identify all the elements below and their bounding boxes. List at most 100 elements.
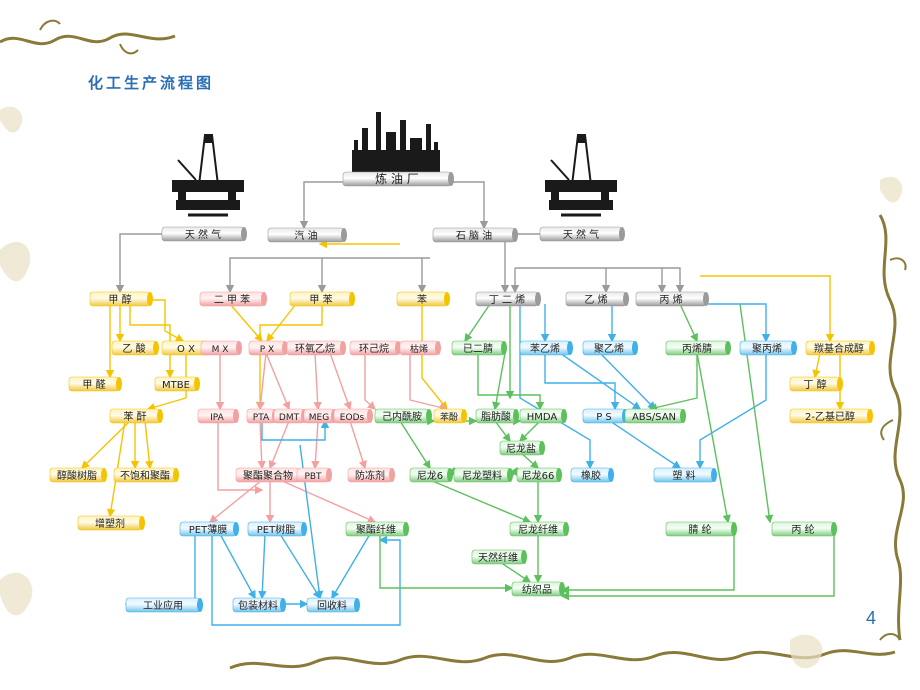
node-label: O X (177, 344, 195, 355)
flow-arrow-gray (515, 267, 667, 294)
node-naphtha: 石 脑 油 (432, 227, 518, 243)
flow-arrow-yellow (421, 304, 448, 411)
flow-arrow-green (492, 352, 506, 411)
node-antifreeze: 防冻剂 (347, 467, 395, 483)
node-plasticizer: 增塑剂 (77, 515, 145, 531)
node-industrial-use: 工业应用 (125, 597, 203, 613)
node-natural-fiber: 天然纤维 (471, 549, 527, 565)
process-nodes: 炼 油 厂天 然 气汽 油石 脑 油天 然 气甲 醇二 甲 苯甲 苯苯丁 二 烯… (49, 171, 875, 613)
node-plastics: 塑 料 (653, 467, 717, 483)
flow-arrow-green (379, 534, 514, 593)
node-label: 苯酚 (440, 411, 458, 423)
node-butadiene: 丁 二 烯 (475, 291, 541, 307)
node-label: 环氧乙烷 (295, 342, 335, 355)
node-label: 包装材料 (238, 599, 278, 612)
flow-arrows (80, 181, 845, 626)
flow-arrow-pink (311, 420, 320, 470)
node-gas-right: 天 然 气 (539, 226, 625, 242)
node-label: 天然纤维 (478, 551, 518, 564)
node-acetic-acid: 乙 酸 (111, 340, 159, 356)
node-pet-resin: PET树脂 (247, 521, 307, 537)
node-abs-san: ABS/SAN (624, 408, 686, 424)
flow-arrow-blue (609, 420, 682, 469)
flow-arrow-yellow (146, 299, 185, 342)
node-ethylene: 乙 烯 (565, 291, 629, 307)
flow-arrow-pink (217, 421, 264, 495)
flow-arrow-yellow (146, 353, 187, 412)
node-pta: PTA (246, 408, 278, 424)
flow-arrow-blue (258, 533, 267, 600)
node-label: 回收料 (317, 599, 347, 612)
node-label: M X (212, 345, 229, 355)
node-nylon-salt: 尼龙盐 (499, 440, 545, 456)
flow-arrow-blue (331, 533, 371, 600)
node-label: 丙烯腈 (682, 342, 712, 355)
node-caprolactam: 己内酰胺 (374, 408, 432, 424)
flow-arrow-green (429, 479, 532, 524)
flow-arrow-pink (313, 352, 322, 411)
node-label: EODs (340, 413, 365, 423)
node-label: 枯烯 (410, 343, 428, 355)
node-pet-film: PET薄膜 (179, 521, 239, 537)
flow-arrow-blue (124, 533, 210, 609)
node-ps: P S (582, 408, 628, 424)
vine-decoration-top (0, 19, 176, 55)
flow-arrow-yellow (255, 304, 323, 411)
node-label: 纺织品 (522, 583, 552, 596)
flow-arrow-yellow (229, 303, 263, 343)
node-formaldehyde: 甲 醛 (68, 376, 122, 392)
node-mx: M X (200, 340, 242, 356)
flow-arrow-pink (268, 420, 290, 470)
page-number: 4 (866, 608, 877, 628)
node-polyester: 聚酯聚合物 (235, 467, 303, 483)
flow-arrow-yellow (144, 420, 154, 470)
node-label: 脂肪酸 (481, 410, 511, 423)
node-label: PET树脂 (257, 523, 295, 536)
node-label: 尼龙6 (417, 469, 443, 482)
node-label: 天 然 气 (185, 228, 221, 241)
flow-arrow-pink (257, 420, 266, 470)
flow-arrow-green (494, 420, 511, 443)
node-phthalic-anhydride: 苯 酐 (109, 408, 163, 424)
node-adipic-acid: 脂肪酸 (475, 408, 519, 424)
flow-arrow-green (560, 528, 735, 595)
node-ipa: IPA (197, 408, 239, 424)
node-label: 不饱和聚酯 (120, 470, 170, 482)
flow-arrow-blue (599, 352, 656, 410)
flow-arrow-green (519, 420, 541, 442)
node-label: DMT (279, 413, 300, 423)
node-px: P X (248, 340, 288, 356)
node-label: 环己烷 (359, 342, 389, 355)
flow-arrow-green (499, 561, 532, 583)
node-toluene: 甲 苯 (289, 291, 355, 307)
node-butanol: 丁 醇 (789, 376, 843, 392)
node-label: 甲 醇 (108, 293, 131, 306)
node-label: 聚丙烯 (752, 342, 782, 355)
node-polyester-fiber: 聚酯纤维 (345, 521, 409, 537)
flow-arrow-green (464, 303, 491, 343)
node-label: 防冻剂 (355, 469, 385, 482)
node-label: 丁 醇 (803, 378, 826, 391)
node-label: 尼龙塑料 (462, 469, 502, 482)
node-label: 苯乙烯 (530, 342, 560, 355)
node-label: 腈 纶 (688, 523, 711, 536)
node-label: PTA (253, 413, 270, 423)
node-nylon-plastic: 尼龙塑料 (453, 467, 513, 483)
flow-arrow-gray (299, 181, 343, 230)
node-cumene: 枯烯 (399, 340, 441, 356)
node-adiponitrile: 已二腈 (451, 340, 507, 356)
node-label: 苯 酐 (123, 410, 146, 423)
node-label: IPA (210, 413, 225, 423)
flow-arrow-green (399, 420, 431, 470)
node-ethylhexanol: 2-乙基已醇 (789, 408, 873, 424)
node-label: 炼 油 厂 (375, 171, 419, 186)
node-label: 尼龙纤维 (518, 523, 558, 536)
node-nylon-fiber: 尼龙纤维 (509, 521, 569, 537)
page-title: 化工生产流程图 (88, 74, 215, 92)
flow-arrow-green (739, 303, 774, 524)
node-label: 工业应用 (143, 599, 183, 612)
flow-arrow-green (560, 528, 835, 601)
flow-arrow-blue (211, 534, 401, 626)
node-label: 尼龙66 (522, 469, 555, 482)
